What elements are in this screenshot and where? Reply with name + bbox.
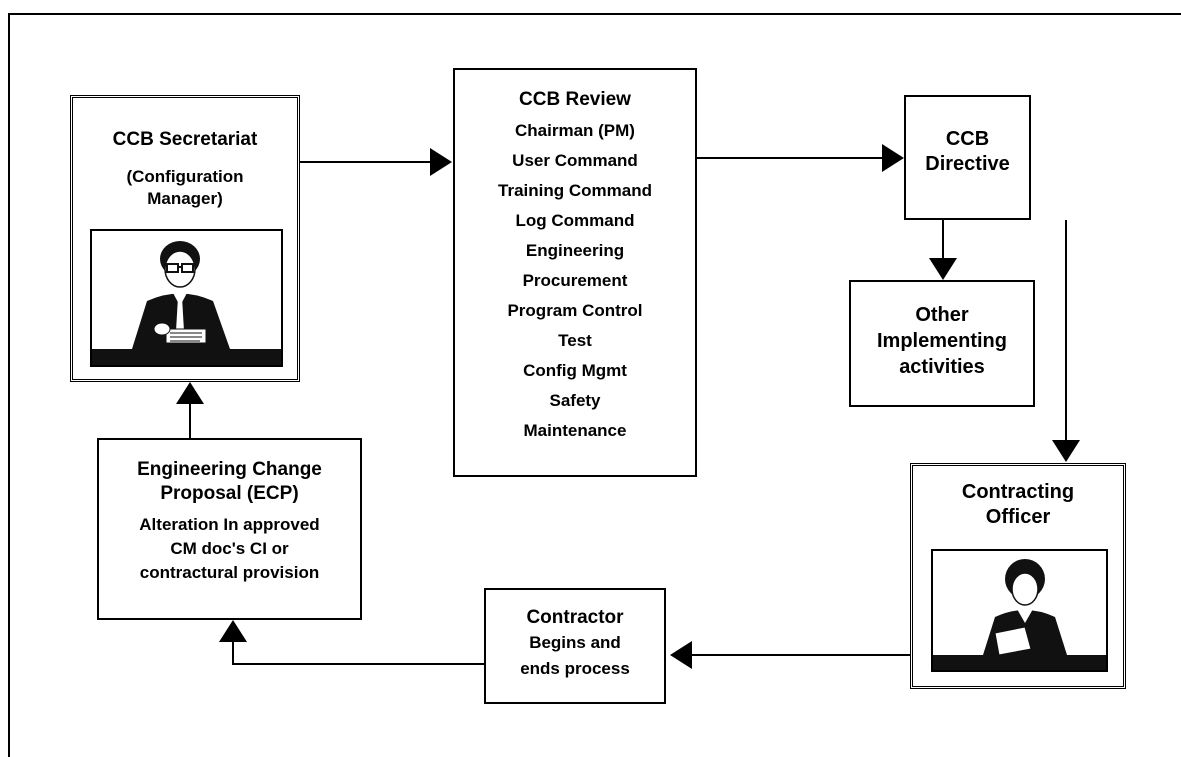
officer-line-1: Contracting: [961, 481, 1075, 503]
ccb-secretariat-box: CCB Secretariat (Configuration Manager): [70, 95, 300, 382]
configuration-manager-portrait-icon: [90, 229, 283, 367]
directive-line-2: Directive: [925, 153, 1010, 175]
contracting-officer-box: Contracting Officer: [910, 463, 1126, 689]
secretariat-subtitle-1: (Configuration: [126, 167, 244, 187]
secretariat-subtitle-2: Manager): [147, 189, 223, 209]
review-member-test: Test: [558, 331, 592, 351]
review-member-engineering: Engineering: [525, 241, 625, 261]
review-member-user-command: User Command: [512, 151, 638, 171]
arrowhead-review: [430, 148, 452, 176]
arrowhead-directive: [882, 144, 904, 172]
review-member-program-control: Program Control: [507, 301, 643, 321]
other-line-1: Other: [915, 304, 969, 326]
review-member-training-command: Training Command: [498, 181, 652, 201]
review-title: CCB Review: [519, 89, 631, 110]
ecp-desc-1: Alteration In approved: [139, 514, 320, 534]
review-member-procurement: Procurement: [522, 271, 628, 291]
review-member-config-mgmt: Config Mgmt: [523, 361, 627, 381]
arrowhead-secretariat: [176, 382, 204, 404]
review-member-maintenance: Maintenance: [523, 421, 627, 441]
secretariat-title: CCB Secretariat: [112, 129, 258, 150]
other-line-3: activities: [899, 356, 985, 378]
review-member-log-command: Log Command: [515, 211, 635, 231]
contractor-desc-2: ends process: [520, 659, 630, 679]
ecp-title-2: Proposal (ECP): [160, 483, 299, 505]
officer-line-2: Officer: [985, 506, 1051, 528]
arrowhead-other: [929, 258, 957, 280]
ccb-review-box: CCB Review Chairman (PM) User Command Tr…: [453, 68, 697, 477]
contractor-desc-1: Begins and: [529, 633, 621, 653]
ccb-directive-box: CCB Directive: [904, 95, 1031, 220]
diagram-frame: [8, 13, 1181, 757]
arrowhead-officer: [1052, 440, 1080, 462]
review-member-chairman: Chairman (PM): [515, 121, 635, 141]
ecp-desc-2: CM doc's CI or: [170, 538, 289, 558]
arrow-contractor-to-ecp: [232, 640, 484, 665]
arrowhead-contractor: [670, 641, 692, 669]
ecp-box: Engineering Change Proposal (ECP) Altera…: [97, 438, 362, 620]
contracting-officer-portrait-icon: [931, 549, 1108, 672]
other-line-2: Implementing: [876, 330, 1007, 352]
directive-line-1: CCB: [945, 128, 990, 150]
contractor-title: Contractor: [526, 607, 624, 628]
ecp-title-1: Engineering Change: [137, 459, 322, 480]
other-implementing-box: Other Implementing activities: [849, 280, 1035, 407]
ecp-desc-3: contractural provision: [139, 562, 320, 582]
review-member-safety: Safety: [549, 391, 601, 411]
contractor-box: Contractor Begins and ends process: [484, 588, 666, 704]
arrowhead-ecp: [219, 620, 247, 642]
